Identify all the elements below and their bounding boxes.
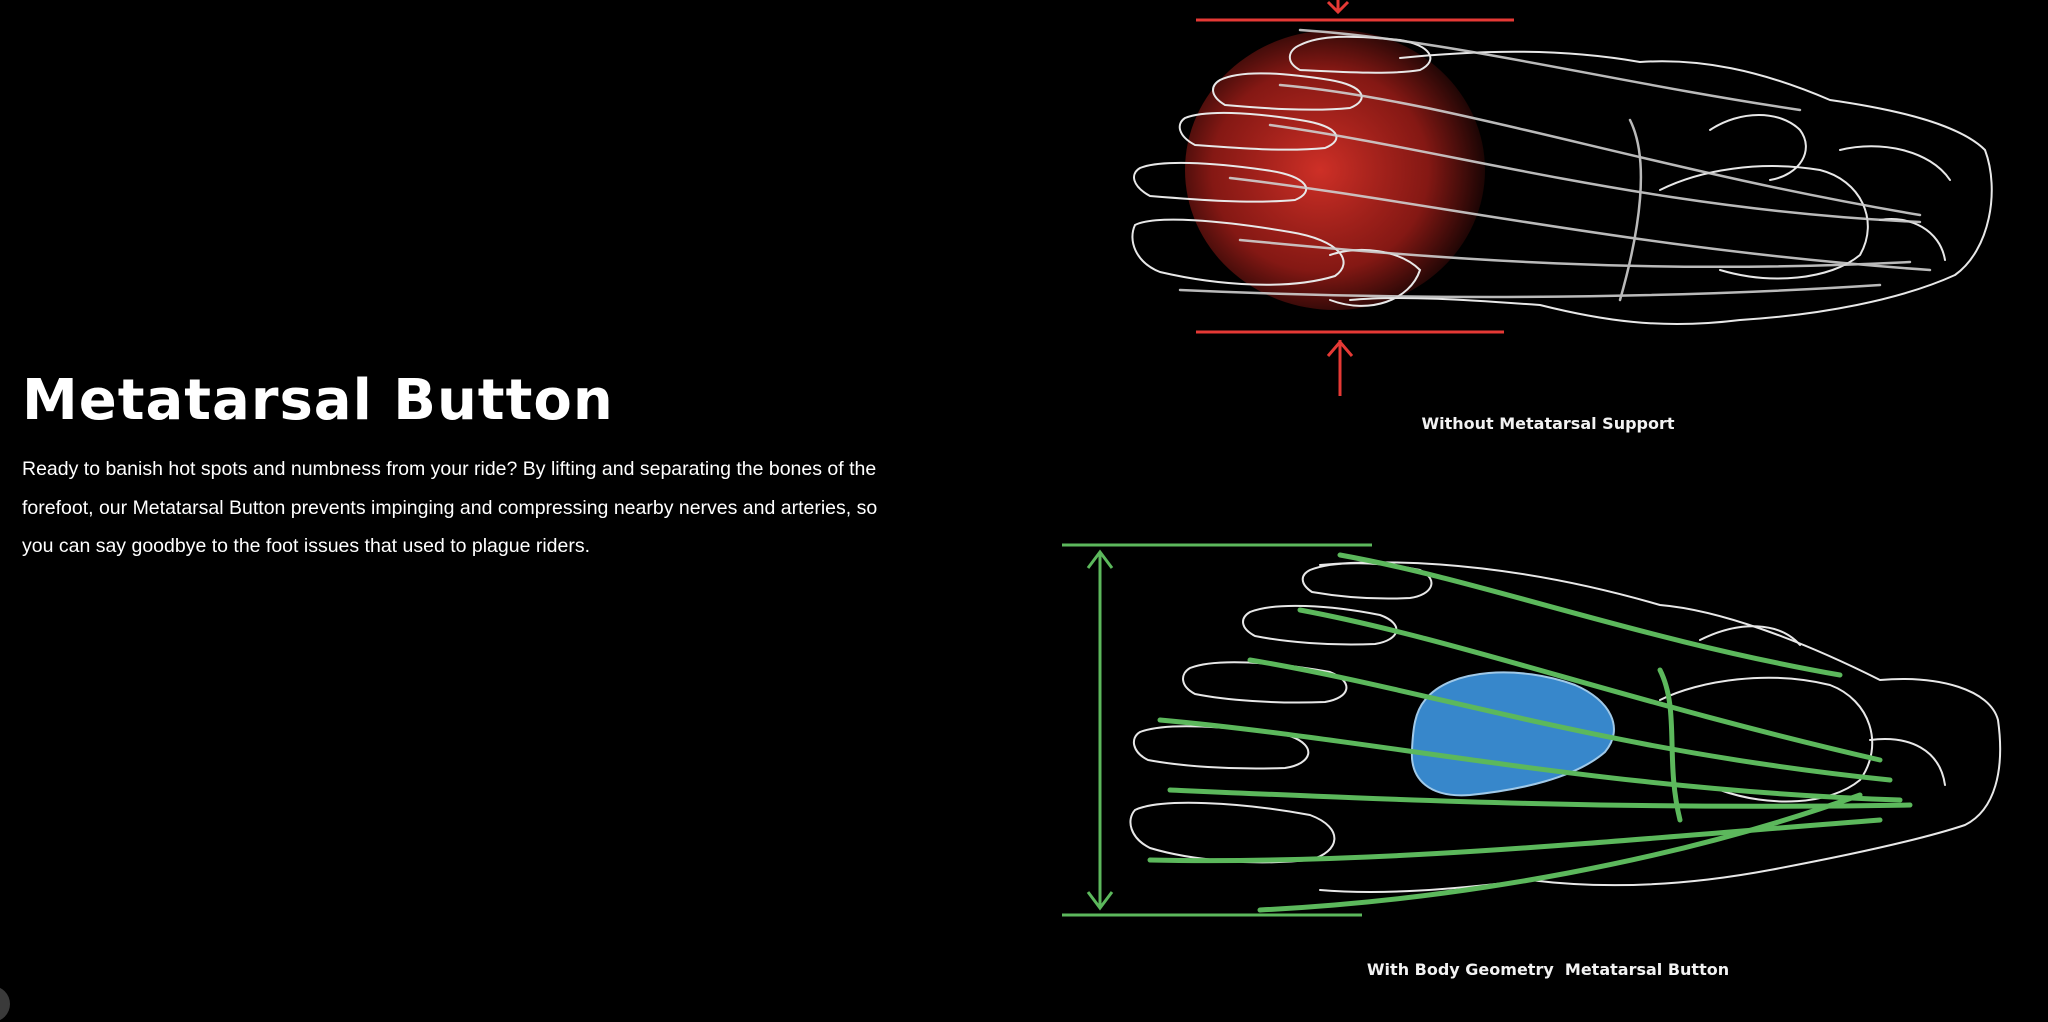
scroll-handle[interactable] (0, 986, 10, 1022)
feature-description: Ready to banish hot spots and numbness f… (22, 458, 878, 557)
foot-compressed-illustration (1131, 0, 1993, 396)
page-title: Metatarsal Button (22, 368, 614, 433)
foot-bones-outline (1131, 35, 1993, 326)
compression-arrow-top (1196, 0, 1514, 22)
caption-with-button: With Body Geometry Metatarsal Button (1366, 960, 1730, 979)
compression-arrow-bottom (1196, 330, 1504, 396)
nerve-lines-compressed (1178, 28, 1932, 302)
caption-without-support: Without Metatarsal Support (1421, 414, 1675, 433)
nerve-lines-relieved (1147, 552, 1913, 913)
pressure-hotspot (1185, 30, 1485, 310)
foot-supported-illustration (1062, 543, 2002, 917)
spread-arrow (1062, 543, 1372, 917)
